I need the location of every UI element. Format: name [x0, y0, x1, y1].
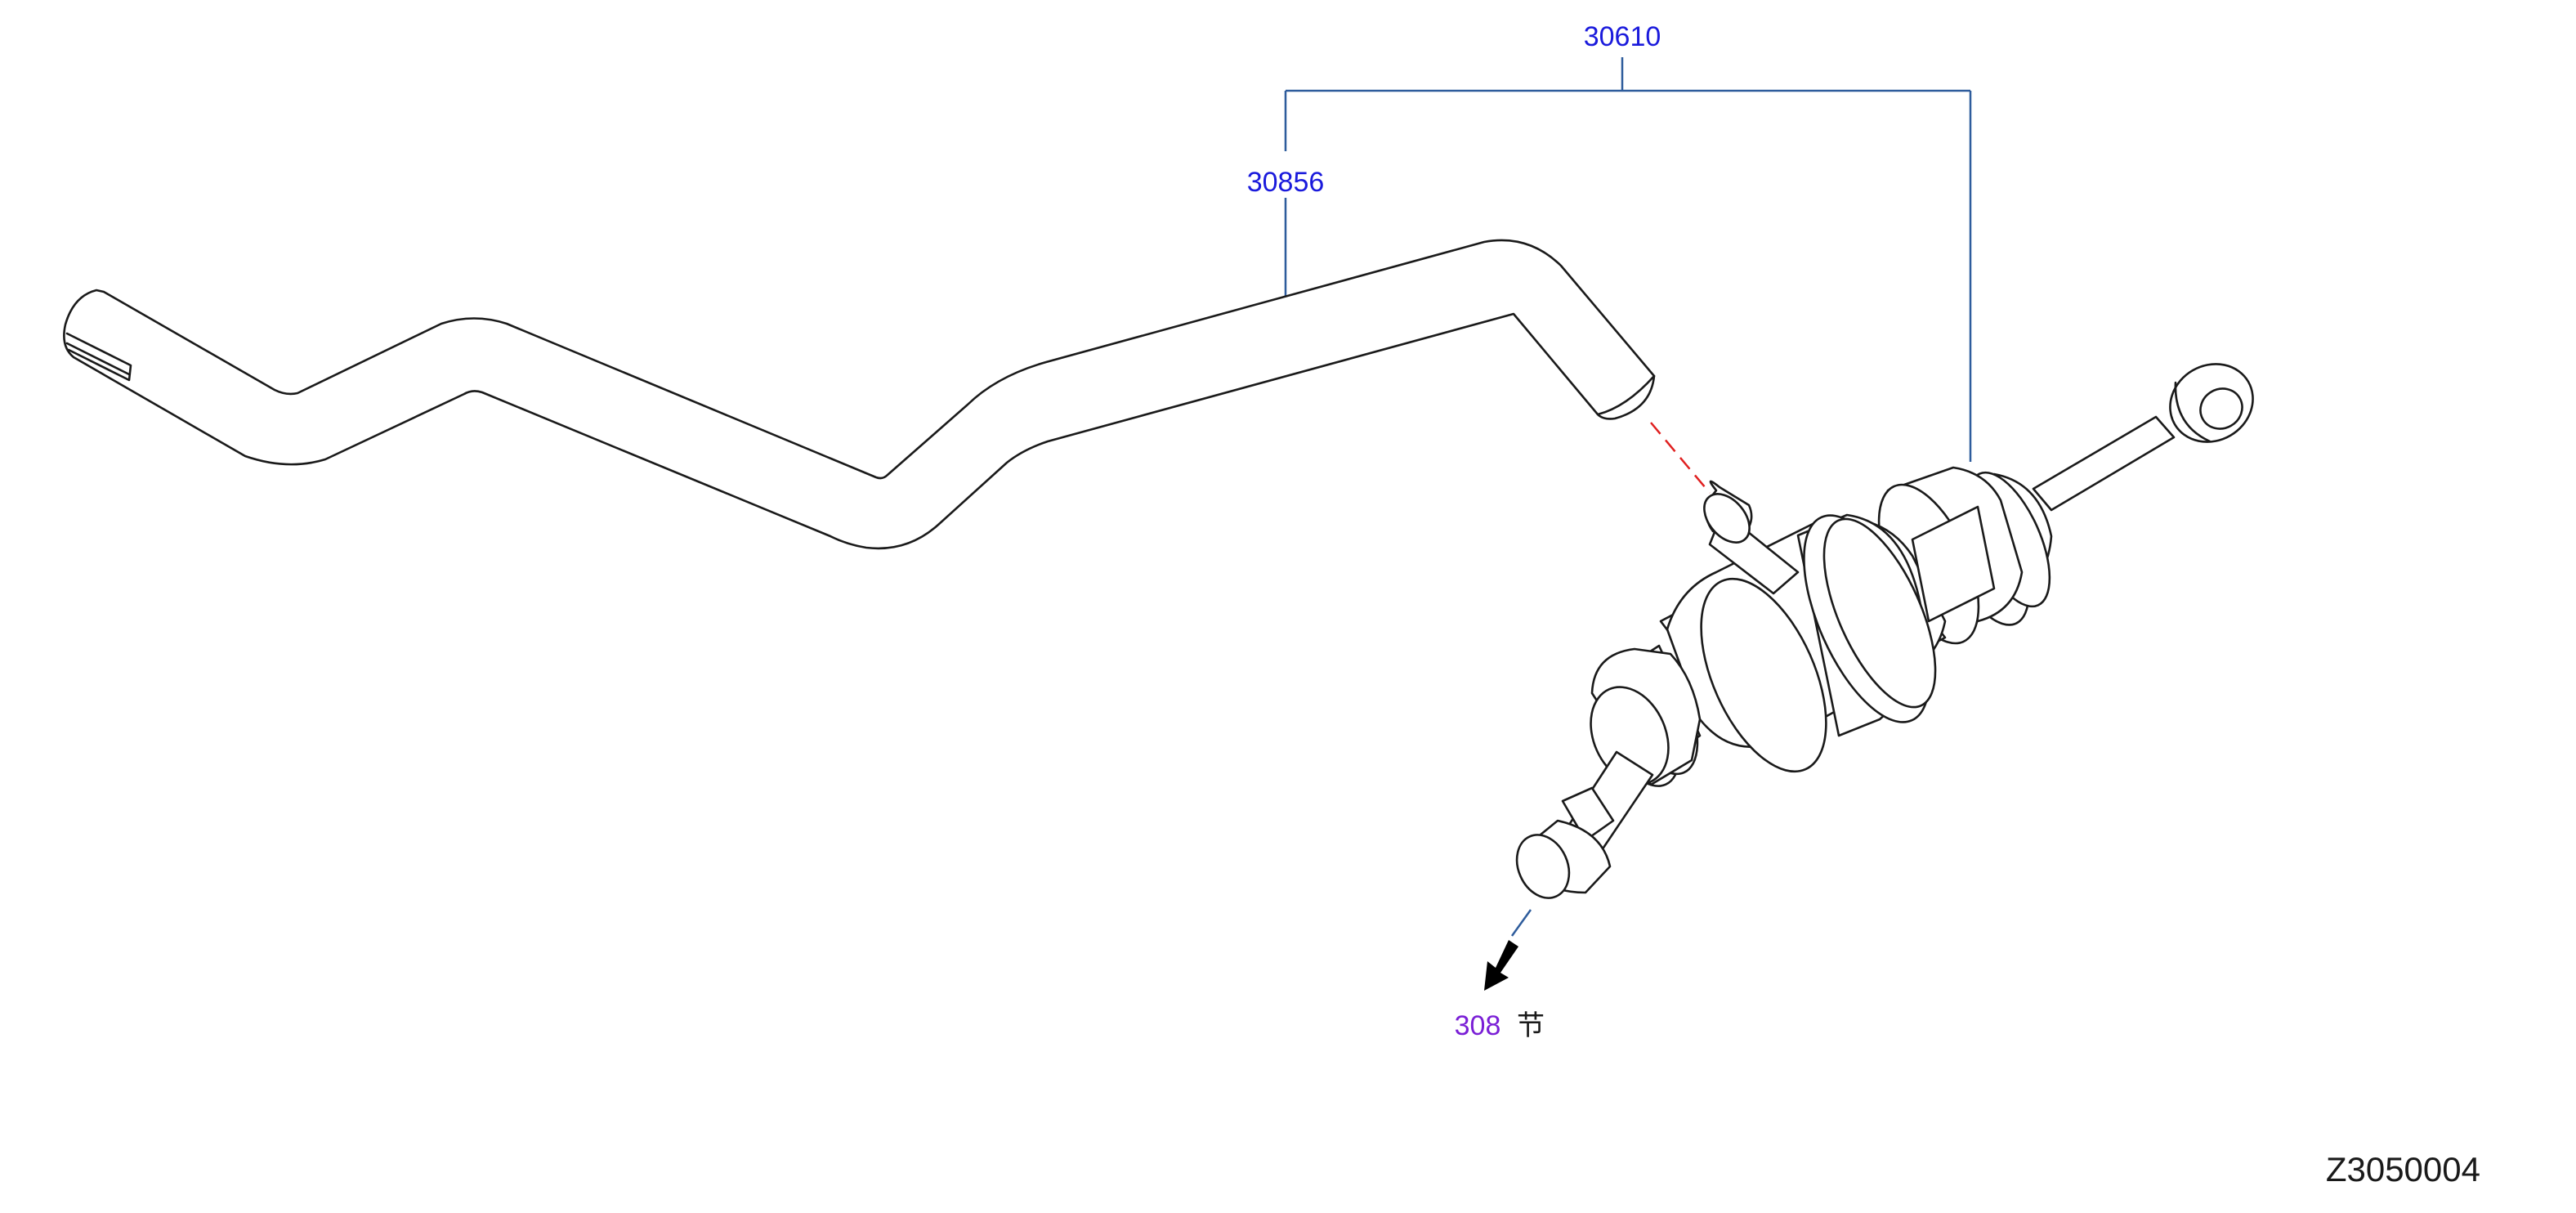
section-reference-suffix: 节 [1517, 1009, 1545, 1042]
clutch-hose[interactable] [63, 239, 1656, 550]
diagram-code: Z3050004 [2326, 1150, 2480, 1188]
clutch-master-cylinder[interactable] [1507, 349, 2267, 906]
assembly-part-number[interactable]: 30610 [1584, 21, 1661, 52]
assembly-leader-bracket [1284, 57, 1972, 462]
section-leader-line [1510, 909, 1532, 937]
section-arrow-icon [1484, 940, 1518, 991]
dashed-connection-leader [1650, 422, 1711, 494]
section-reference-number[interactable]: 308 [1455, 1010, 1501, 1041]
hose-part-number[interactable]: 30856 [1247, 167, 1325, 198]
